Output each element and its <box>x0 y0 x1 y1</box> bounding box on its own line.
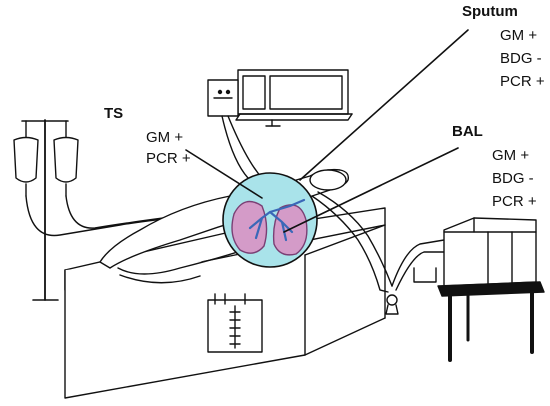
ventilator-tubing <box>311 191 445 315</box>
sputum-gm-result: GM + <box>500 27 538 44</box>
sputum-bdg-result: BDG - <box>500 50 542 67</box>
ventilator <box>437 217 545 362</box>
sputum-title: Sputum <box>462 3 518 20</box>
iv-drip-stand <box>13 119 211 301</box>
leader-lines <box>185 29 469 233</box>
bal-pcr-result: PCR + <box>492 193 537 210</box>
bal-gm-result: GM + <box>492 147 530 164</box>
bal-title: BAL <box>452 123 483 140</box>
bal-bdg-result: BDG - <box>492 170 534 187</box>
ts-pcr-result: PCR + <box>146 150 191 167</box>
lung-magnifier <box>222 172 318 268</box>
ts-gm-result: GM + <box>146 129 184 146</box>
hospital-bed <box>64 207 386 399</box>
sputum-pcr-result: PCR + <box>500 73 545 90</box>
ts-title: TS <box>104 105 124 122</box>
vital-signs-monitor <box>207 69 353 179</box>
